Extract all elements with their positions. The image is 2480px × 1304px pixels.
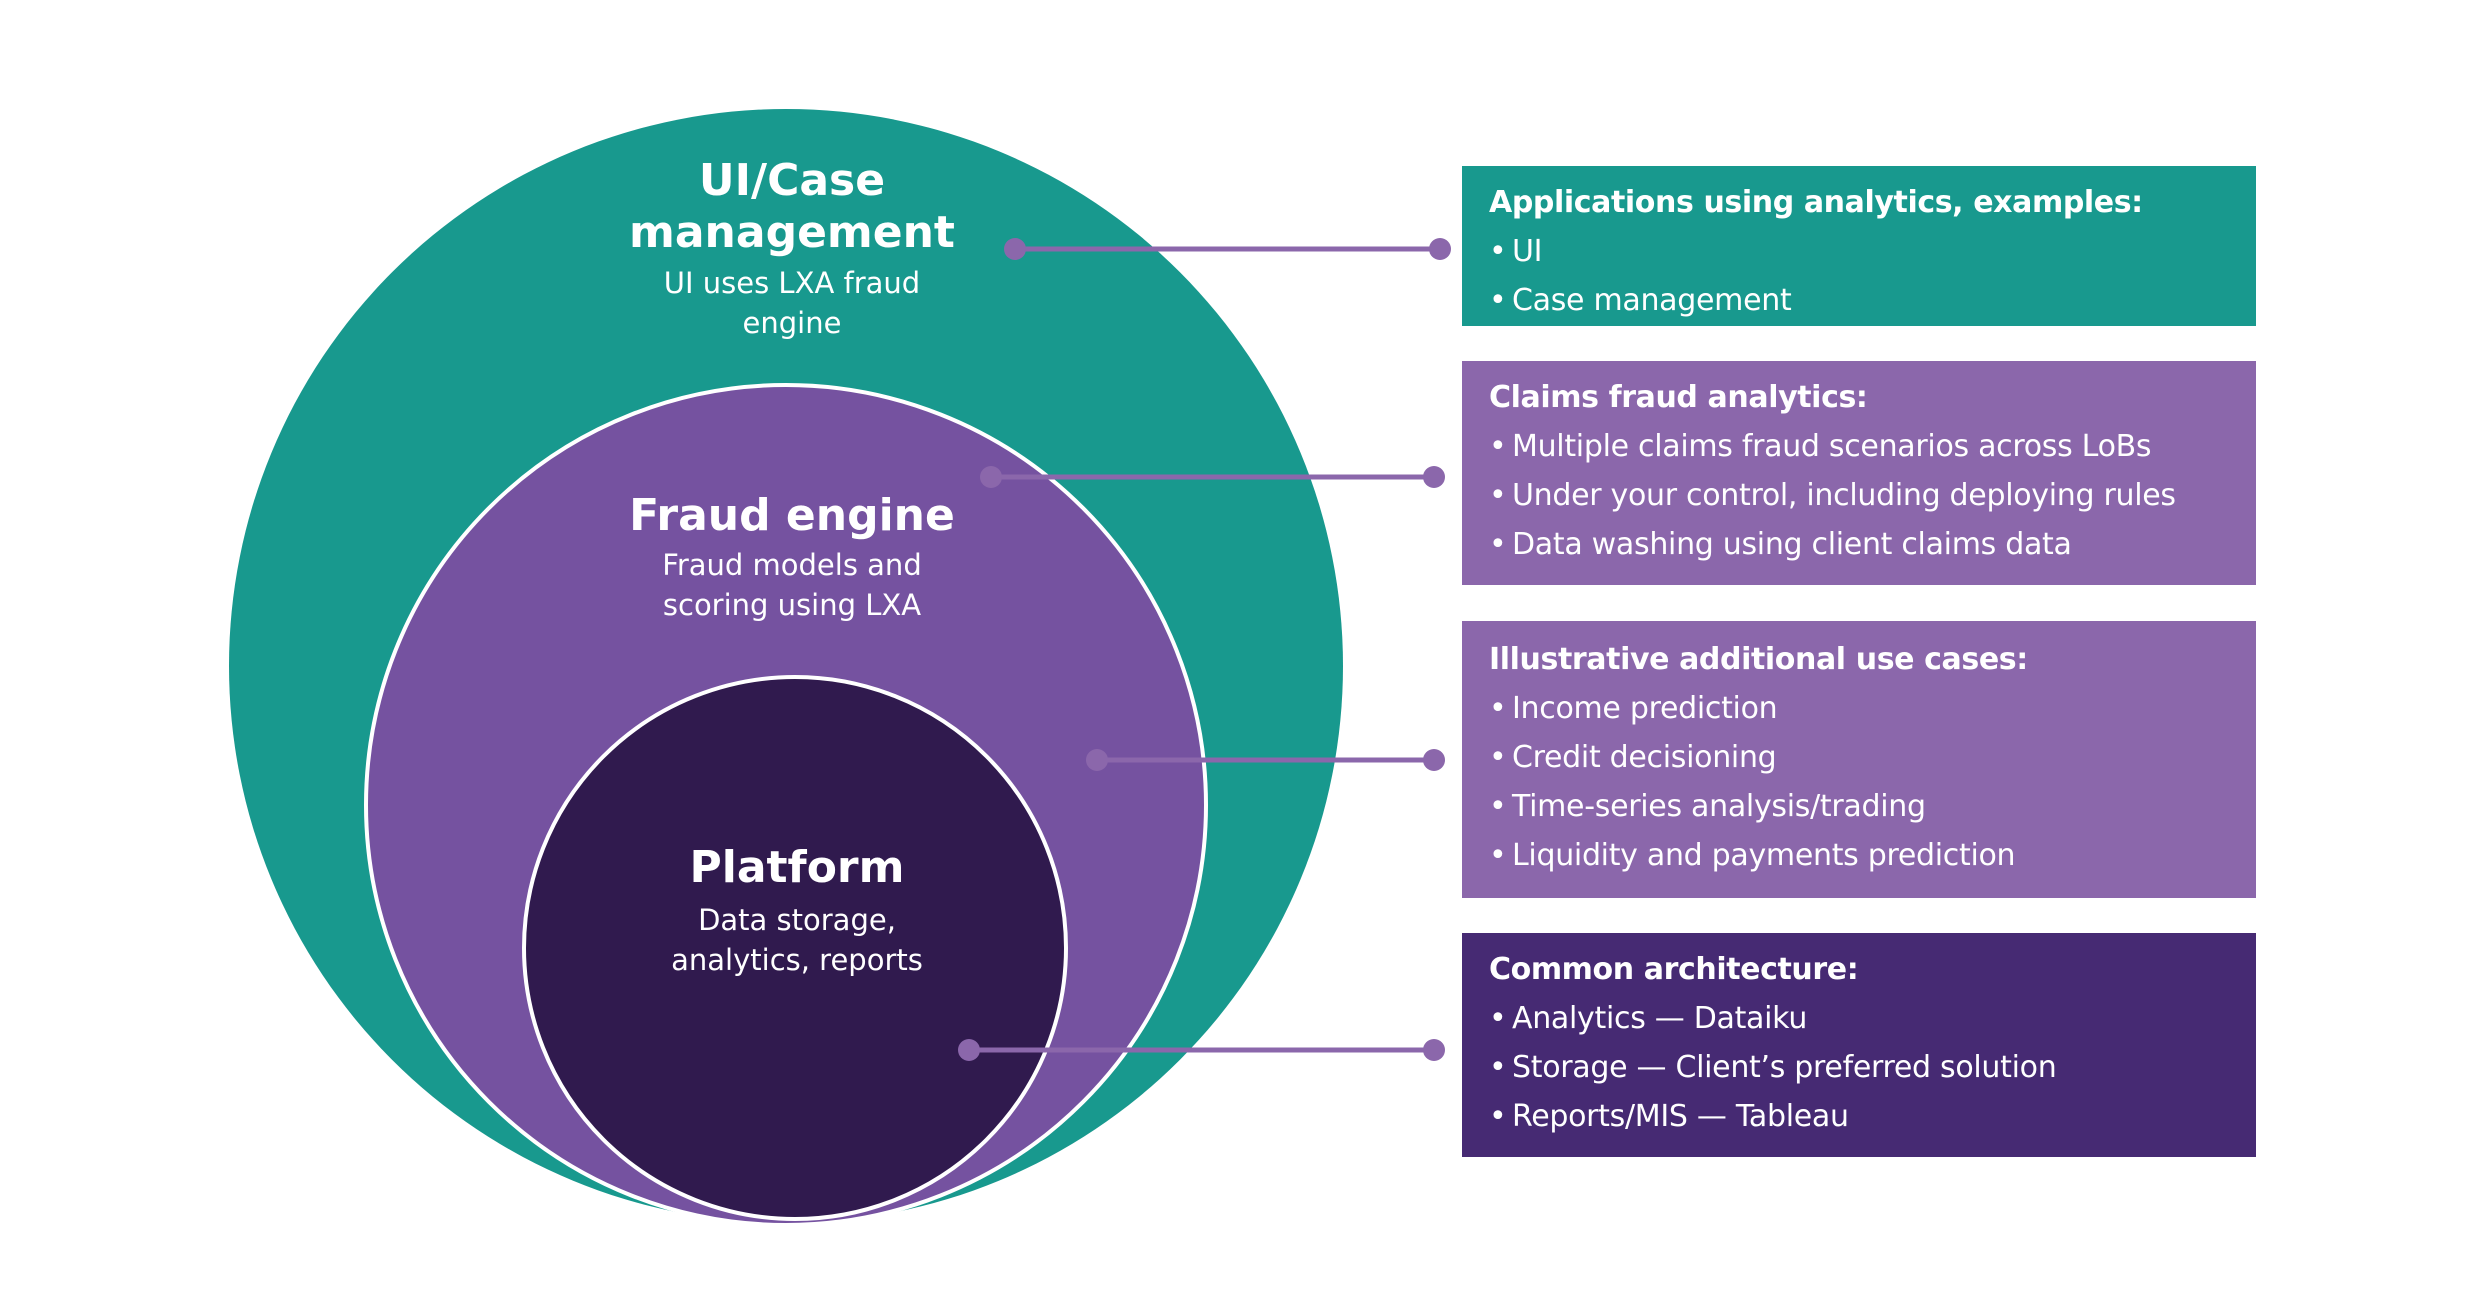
outer-circle-subtitle-line-1: UI uses LXA fraud — [664, 266, 920, 300]
bullet-icon: • — [1489, 691, 1507, 726]
list-item: •Storage — Client’s preferred solution — [1489, 1043, 2256, 1092]
list-item-text: Storage — Client’s preferred solution — [1512, 1050, 2057, 1085]
list-item-text: Case management — [1512, 283, 1792, 318]
box-heading: Common architecture: — [1489, 952, 1859, 987]
additional-use-cases-box: Illustrative additional use cases: •Inco… — [1462, 621, 2256, 898]
list-item: •Under your control, including deploying… — [1489, 471, 2256, 520]
middle-circle-subtitle-line-2: scoring using LXA — [663, 588, 921, 622]
bullet-icon: • — [1489, 1001, 1507, 1036]
bullet-icon: • — [1489, 789, 1507, 824]
connector-end-dot — [1429, 238, 1451, 260]
connector-start-dot — [1004, 238, 1026, 260]
bullet-icon: • — [1489, 478, 1507, 513]
connector-1 — [980, 466, 1445, 488]
list-item: •Data washing using client claims data — [1489, 520, 2256, 569]
connector-end-dot — [1423, 1039, 1445, 1061]
inner-circle-title: Platform — [690, 842, 905, 893]
list-item-text: Income prediction — [1512, 691, 1778, 726]
bullet-icon: • — [1489, 740, 1507, 775]
connector-start-dot — [1086, 749, 1108, 771]
outer-circle-title-line-2: management — [629, 207, 955, 258]
middle-circle-title: Fraud engine — [629, 490, 955, 541]
bullet-icon: • — [1489, 527, 1507, 562]
bullet-icon: • — [1489, 283, 1507, 318]
bullet-icon: • — [1489, 1050, 1507, 1085]
bullet-icon: • — [1489, 429, 1507, 464]
inner-circle-platform — [522, 675, 1068, 1221]
list-item-text: Under your control, including deploying … — [1512, 478, 2176, 513]
list-item: •Time-series analysis/trading — [1489, 782, 2256, 831]
bullet-icon: • — [1489, 838, 1507, 873]
outer-circle-subtitle-line-2: engine — [743, 306, 842, 340]
middle-circle-subtitle-line-1: Fraud models and — [662, 548, 921, 582]
bullet-icon: • — [1489, 1099, 1507, 1134]
list-item: •Reports/MIS — Tableau — [1489, 1092, 2256, 1141]
list-item-text: Credit decisioning — [1512, 740, 1777, 775]
list-item-text: Multiple claims fraud scenarios across L… — [1512, 429, 2152, 464]
connector-end-dot — [1423, 749, 1445, 771]
connector-start-dot — [958, 1039, 980, 1061]
claims-fraud-analytics-box: Claims fraud analytics: •Multiple claims… — [1462, 361, 2256, 585]
list-item: •UI — [1489, 227, 2256, 276]
bullet-icon: • — [1489, 234, 1507, 269]
list-item-text: Liquidity and payments prediction — [1512, 838, 2016, 873]
inner-circle-subtitle-line-2: analytics, reports — [671, 943, 923, 977]
connector-0 — [1004, 238, 1451, 260]
list-item-text: Reports/MIS — Tableau — [1512, 1099, 1849, 1134]
applications-box: Applications using analytics, examples: … — [1462, 166, 2256, 326]
box-heading: Applications using analytics, examples: — [1489, 185, 2143, 220]
list-item-text: UI — [1512, 234, 1543, 269]
list-item-text: Analytics — Dataiku — [1512, 1001, 1808, 1036]
list-item-text: Data washing using client claims data — [1512, 527, 2072, 562]
list-item: •Analytics — Dataiku — [1489, 994, 2256, 1043]
list-item: •Liquidity and payments prediction — [1489, 831, 2256, 880]
connector-end-dot — [1423, 466, 1445, 488]
box-heading: Claims fraud analytics: — [1489, 380, 1868, 415]
list-item: •Income prediction — [1489, 684, 2256, 733]
list-item-text: Time-series analysis/trading — [1512, 789, 1926, 824]
common-architecture-box: Common architecture: •Analytics — Dataik… — [1462, 933, 2256, 1157]
connector-2 — [1086, 749, 1445, 771]
connector-3 — [958, 1039, 1445, 1061]
list-item: •Credit decisioning — [1489, 733, 2256, 782]
inner-circle-subtitle-line-1: Data storage, — [698, 903, 896, 937]
list-item: •Multiple claims fraud scenarios across … — [1489, 422, 2256, 471]
connector-start-dot — [980, 466, 1002, 488]
box-heading: Illustrative additional use cases: — [1489, 642, 2028, 677]
outer-circle-title-line-1: UI/Case — [699, 155, 885, 206]
list-item: •Case management — [1489, 276, 2256, 325]
